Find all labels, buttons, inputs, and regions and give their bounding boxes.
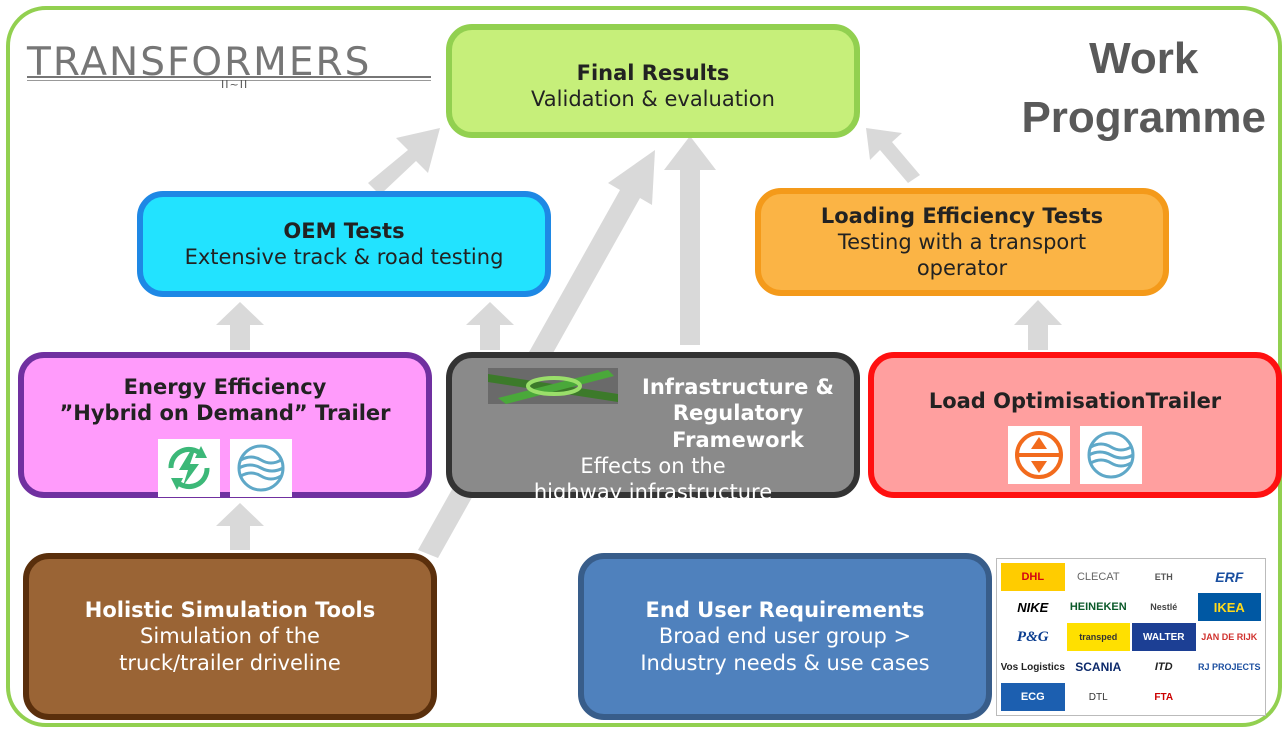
oem-tests-box: OEM Tests Extensive track & road testing — [137, 191, 551, 297]
heading-line-1: Work — [1089, 34, 1199, 83]
partner-logo-dtl: DTL — [1088, 691, 1108, 703]
infrastructure-title: Infrastructure & — [642, 375, 834, 399]
load-optimisation-title: Load OptimisationTrailer — [928, 389, 1222, 413]
logo-mark: II~II — [221, 78, 249, 91]
partner-logo-itd: ITD — [1154, 661, 1173, 673]
arrow-center-to-final — [664, 136, 716, 345]
arrow-energy-to-oem — [216, 302, 264, 350]
infrastructure-box: Infrastructure & Regulatory Framework Ef… — [446, 352, 860, 504]
partner-logo-nike: NIKE — [1017, 599, 1049, 615]
infrastructure-desc-1: Effects on the — [580, 453, 726, 478]
partner-logo-jan-de-rijk: JAN DE RIJK — [1201, 632, 1258, 642]
highway-interchange-icon — [488, 368, 618, 404]
partner-logo-vos: Vos Logistics — [1001, 661, 1065, 673]
logo-underline — [27, 76, 431, 78]
partner-logo-rj-projects: RJ PROJECTS — [1197, 662, 1261, 672]
regulatory-framework-title: Regulatory Framework — [672, 401, 804, 452]
partner-logo-eth: ETH — [1154, 572, 1173, 582]
holistic-simulation-box: Holistic Simulation Tools Simulation of … — [23, 553, 437, 720]
holistic-simulation-title: Holistic Simulation Tools — [84, 598, 376, 623]
energy-cycle-icon — [158, 438, 220, 497]
transformers-logo: TRANSFORMERS — [27, 40, 372, 85]
page-heading: Work Programme — [1021, 30, 1266, 147]
oem-tests-title: OEM Tests — [283, 218, 405, 243]
logo-underline-thin — [27, 80, 431, 81]
partner-logo-fta: FTA — [1154, 691, 1174, 703]
partner-logo-clecat: CLECAT — [1076, 571, 1120, 583]
holistic-simulation-desc-1: Simulation of the — [140, 624, 320, 649]
airflow-waves-icon — [230, 438, 292, 497]
loading-efficiency-title: Loading Efficiency Tests — [820, 203, 1104, 228]
partner-logo-heineken: HEINEKEN — [1069, 601, 1127, 613]
partner-logo-erf: ERF — [1215, 569, 1244, 585]
energy-icons — [158, 438, 292, 497]
arrow-load-to-loading — [1014, 300, 1062, 350]
end-user-title: End User Requirements — [645, 598, 925, 623]
energy-efficiency-box: Energy Efficiency ”Hybrid on Demand” Tra… — [18, 352, 432, 498]
end-user-desc-1: Broad end user group > — [658, 624, 912, 649]
end-user-requirements-box: End User Requirements Broad end user gro… — [578, 553, 992, 720]
partner-logo-ikea: IKEA — [1197, 593, 1261, 621]
final-results-box: Final Results Validation & evaluation — [446, 24, 860, 138]
partner-logo-pg: P&G — [1016, 628, 1049, 645]
partner-logo-nestle: Nestlé — [1150, 602, 1178, 612]
arrow-infra-to-oem — [466, 302, 514, 350]
final-results-title: Final Results — [576, 61, 730, 85]
load-icons — [1008, 426, 1142, 485]
heading-line-2: Programme — [1021, 92, 1266, 142]
partner-logo-transped: transped — [1066, 623, 1130, 651]
outer-frame — [6, 6, 1282, 727]
arrow-holistic-to-energy — [216, 503, 264, 550]
arrow-loading-to-final — [866, 128, 920, 183]
partner-logos-panel: DHL CLECAT ETH ERF NIKE HEINEKEN Nestlé … — [996, 558, 1266, 716]
hybrid-trailer-title: ”Hybrid on Demand” Trailer — [59, 401, 391, 426]
holistic-simulation-desc-2: truck/trailer driveline — [119, 650, 341, 675]
oem-tests-desc: Extensive track & road testing — [184, 245, 504, 269]
final-results-desc: Validation & evaluation — [531, 87, 775, 112]
energy-efficiency-title: Energy Efficiency — [123, 375, 327, 399]
load-optimisation-box: Load OptimisationTrailer — [868, 352, 1282, 498]
arrow-oem-to-final — [368, 128, 440, 195]
load-balance-icon — [1008, 426, 1070, 485]
partner-logo-dhl: DHL — [1001, 563, 1065, 591]
loading-efficiency-desc-2: operator — [916, 256, 1008, 281]
loading-efficiency-box: Loading Efficiency Tests Testing with a … — [755, 188, 1169, 296]
partner-logo-scania: SCANIA — [1075, 660, 1122, 674]
airflow-waves-icon-2 — [1080, 426, 1142, 485]
partner-logo-walter: WALTER — [1132, 623, 1196, 651]
partner-logo-ecg: ECG — [1001, 683, 1065, 711]
infrastructure-desc-2: highway infrastructure — [533, 480, 773, 504]
end-user-desc-2: Industry needs & use cases — [640, 650, 930, 675]
loading-efficiency-desc-1: Testing with a transport — [837, 229, 1087, 254]
